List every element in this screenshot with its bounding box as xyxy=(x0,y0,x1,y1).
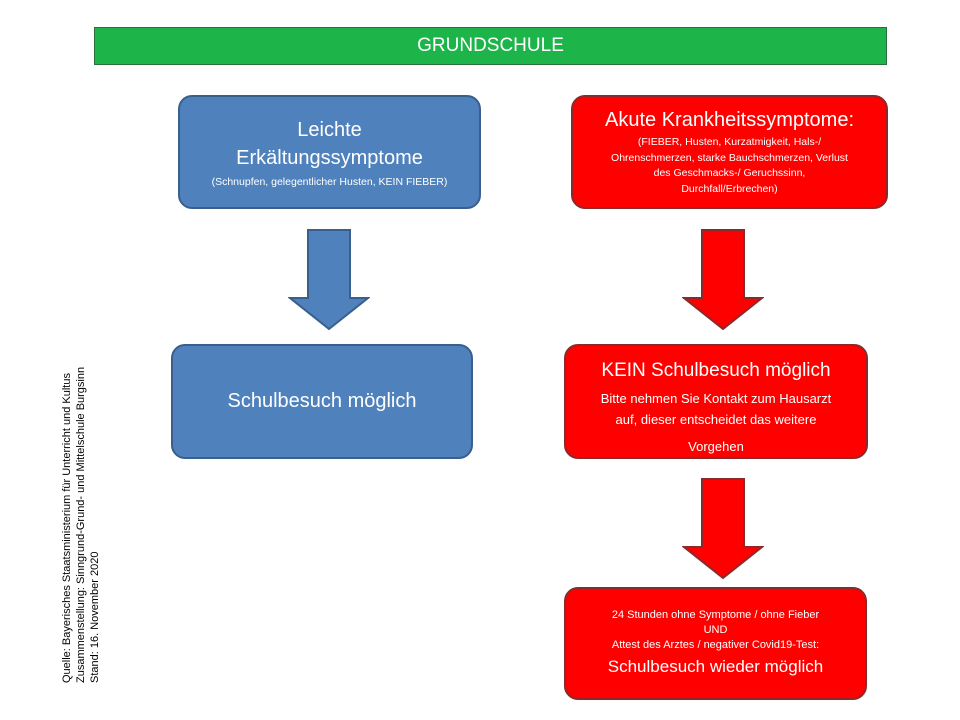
arrow-down-red-2 xyxy=(682,478,764,580)
mild-symptoms-box: Leichte Erkältungssymptome (Schnupfen, g… xyxy=(178,95,481,209)
return-result: Schulbesuch wieder möglich xyxy=(607,657,824,676)
header-title: GRUNDSCHULE xyxy=(417,35,564,56)
header-banner: GRUNDSCHULE xyxy=(94,27,887,65)
no-school-attendance-box: KEIN Schulbesuch möglich Bitte nehmen Si… xyxy=(564,344,868,459)
school-ok-label: Schulbesuch möglich xyxy=(227,390,417,412)
no-school-line: auf, dieser entscheidet das weitere xyxy=(615,412,817,427)
mild-title-line1: Leichte xyxy=(297,118,362,141)
acute-symptoms-box: Akute Krankheitssymptome: (FIEBER, Huste… xyxy=(571,95,888,209)
source-line: Zusammenstellung: Sinngrund-Grund- und M… xyxy=(75,366,87,683)
no-school-line: Vorgehen xyxy=(688,439,744,454)
acute-details-line: (FIEBER, Husten, Kurzatmigkeit, Hals-/ xyxy=(637,136,822,148)
source-line: Stand: 16. November 2020 xyxy=(89,551,101,683)
mild-details: (Schnupfen, gelegentlicher Husten, KEIN … xyxy=(211,175,448,188)
acute-title: Akute Krankheitssymptome: xyxy=(605,109,854,131)
source-note: Quelle: Bayerisches Staatsministerium fü… xyxy=(60,367,102,683)
no-school-title: KEIN Schulbesuch möglich xyxy=(601,360,831,381)
return-line: 24 Stunden ohne Symptome / ohne Fieber xyxy=(611,609,820,621)
acute-details-line: Ohrenschmerzen, starke Bauchschmerzen, V… xyxy=(611,151,848,164)
no-school-line: Bitte nehmen Sie Kontakt zum Hausarzt xyxy=(600,391,832,406)
school-attendance-possible-box: Schulbesuch möglich xyxy=(171,344,473,459)
no-school-instructions: Bitte nehmen Sie Kontakt zum Hausarzt au… xyxy=(601,388,832,430)
arrow-down-red-1 xyxy=(682,229,764,331)
return-line: UND xyxy=(703,624,728,636)
return-conditions-box: 24 Stunden ohne Symptome / ohne Fieber U… xyxy=(564,587,867,700)
return-line: Attest des Arztes / negativer Covid19-Te… xyxy=(611,639,820,651)
source-line: Quelle: Bayerisches Staatsministerium fü… xyxy=(61,373,73,683)
acute-details-line: des Geschmacks-/ Geruchssinn, xyxy=(653,167,806,179)
mild-title-line2: Erkältungssymptome xyxy=(236,146,423,169)
arrow-down-blue xyxy=(288,229,370,331)
acute-details: (FIEBER, Husten, Kurzatmigkeit, Hals-/ O… xyxy=(611,135,848,197)
acute-details-line: Durchfall/Erbrechen) xyxy=(681,182,778,195)
